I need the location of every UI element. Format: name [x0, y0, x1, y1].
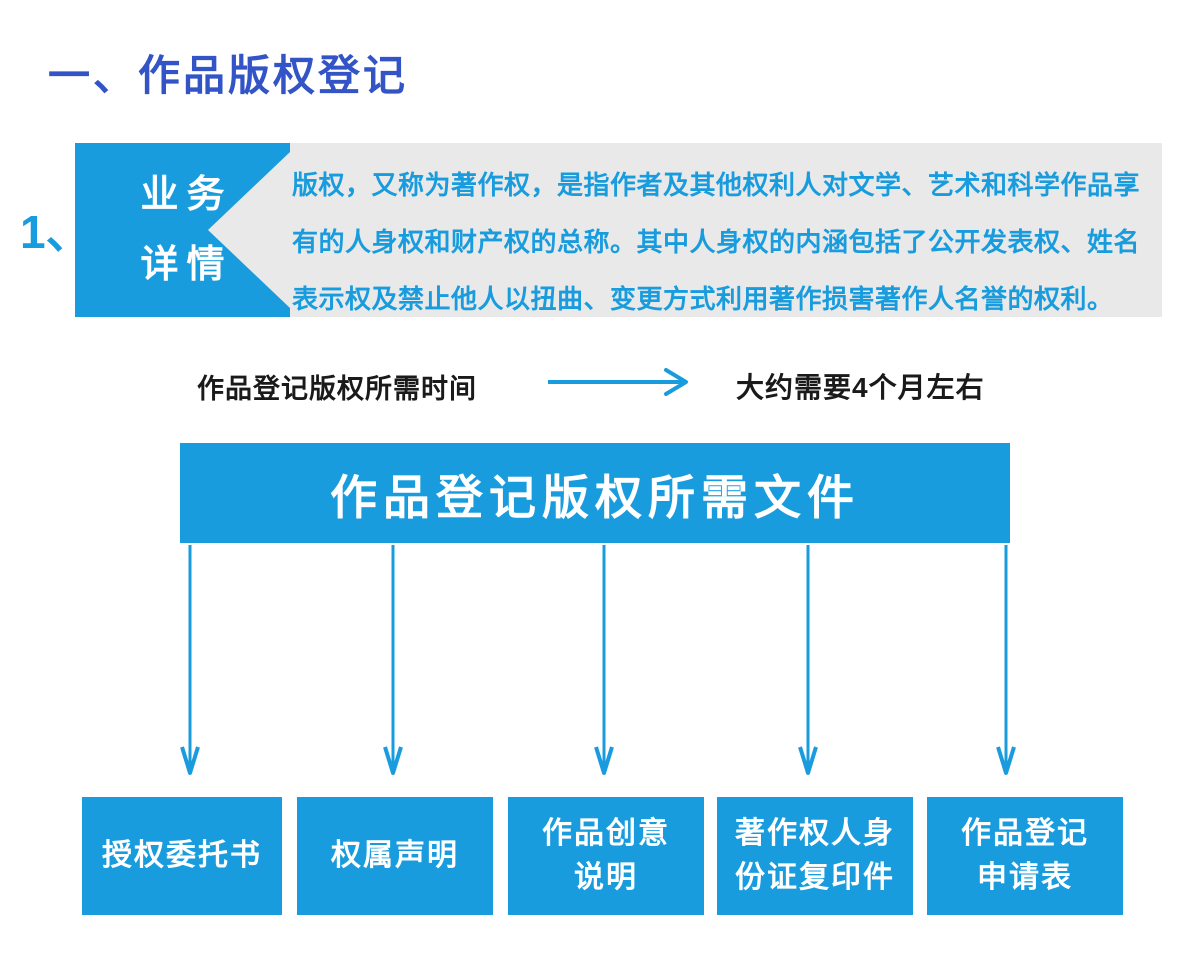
- description-line2: 有的人身权和财产权的总称。其中人身权的内涵包括了公开发表权、姓名: [292, 227, 1141, 257]
- document-box-label: 著作权人身: [735, 817, 895, 850]
- document-box-label: 授权委托书: [102, 839, 262, 872]
- document-box-label: 作品创意: [542, 817, 670, 850]
- document-box-label: 权属声明: [331, 839, 459, 872]
- copyright-description-card: 版权，又称为著作权，是指作者及其他权利人对文学、艺术和科学作品享 有的人身权和财…: [208, 143, 1162, 317]
- down-arrow-icon: [179, 545, 201, 777]
- document-box-id-copy: 著作权人身 份证复印件: [717, 797, 913, 915]
- down-arrow-icon: [995, 545, 1017, 777]
- documents-banner: 作品登记版权所需文件: [180, 443, 1010, 543]
- duration-value: 大约需要4个月左右: [736, 372, 985, 403]
- document-box-label: 申请表: [977, 861, 1073, 894]
- page-title: 一、作品版权登记: [48, 52, 409, 99]
- document-box-ownership-statement: 权属声明: [297, 797, 493, 915]
- down-arrow-icon: [593, 545, 615, 777]
- document-box-label: 份证复印件: [735, 861, 895, 894]
- document-box-application-form: 作品登记 申请表: [927, 797, 1123, 915]
- description-line1: 版权，又称为著作权，是指作者及其他权利人对文学、艺术和科学作品享: [292, 170, 1141, 200]
- document-box-label: 作品登记: [961, 817, 1089, 850]
- right-arrow-icon: [548, 368, 690, 396]
- down-arrow-icon: [382, 545, 404, 777]
- document-box-creative-description: 作品创意 说明: [508, 797, 704, 915]
- callout-left-triangle: [208, 152, 290, 308]
- document-box-authorization-letter: 授权委托书: [82, 797, 282, 915]
- documents-banner-title: 作品登记版权所需文件: [330, 470, 860, 524]
- duration-label: 作品登记版权所需时间: [197, 374, 477, 404]
- document-box-label: 说明: [574, 861, 638, 894]
- down-arrow-icon: [797, 545, 819, 777]
- copyright-description: 版权，又称为著作权，是指作者及其他权利人对文学、艺术和科学作品享 有的人身权和财…: [292, 157, 1141, 328]
- description-line3: 表示权及禁止他人以扭曲、变更方式利用著作损害著作人名誉的权利。: [292, 284, 1114, 314]
